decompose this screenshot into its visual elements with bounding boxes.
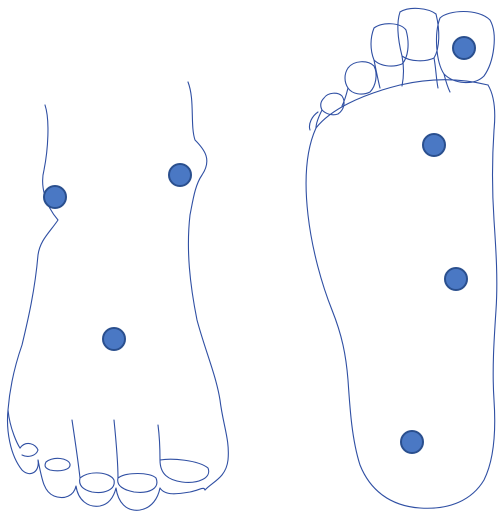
dorsal-toe-5 [20, 444, 38, 457]
dorsal-toe-1 [160, 459, 209, 482]
dorsal-toe-lines [8, 410, 205, 510]
marker-plantar-forefoot [423, 134, 445, 156]
dorsal-toe-2 [118, 474, 157, 493]
plantar-forefoot-curve [316, 80, 488, 128]
dorsal-outline-right [188, 82, 228, 490]
foot-plantar-view [306, 8, 497, 508]
marker-plantar-midfoot [445, 268, 467, 290]
dorsal-toe-3 [80, 473, 115, 493]
marker-plantar-big-toe [453, 37, 475, 59]
foot-dorsal-view [8, 82, 229, 510]
plantar-toe-2 [398, 8, 439, 60]
marker-dorsal-right-ankle [169, 164, 191, 186]
plantar-toe-creases [309, 56, 450, 130]
marker-dorsal-left-ankle [44, 186, 66, 208]
plantar-toe-4 [345, 62, 376, 94]
plantar-markers [401, 37, 475, 453]
marker-dorsal-instep [103, 328, 125, 350]
dorsal-toe-4 [45, 458, 70, 470]
dorsal-outline-left [8, 105, 58, 474]
dorsal-markers [44, 164, 191, 350]
plantar-toe-5 [321, 93, 344, 115]
marker-plantar-heel [401, 431, 423, 453]
